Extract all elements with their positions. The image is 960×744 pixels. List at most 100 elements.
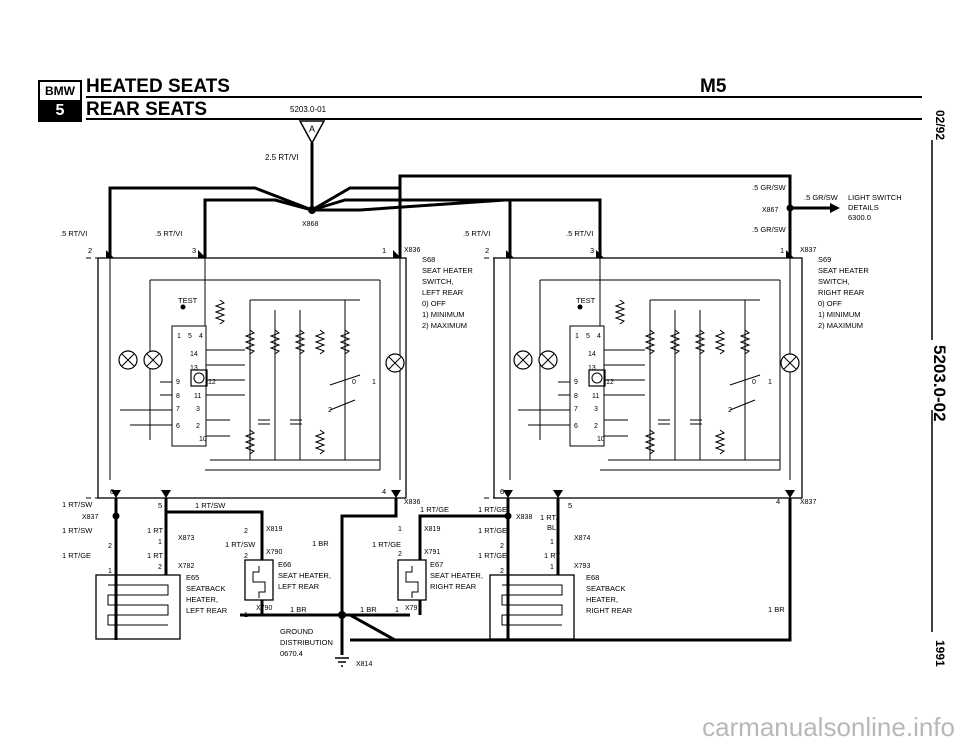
left-x837: X837: [82, 514, 98, 521]
ground-distribution: GROUND DISTRIBUTION 0670.4 X814: [280, 627, 372, 668]
right-pin-a: 2: [485, 246, 489, 255]
right-switch-pin-4: 4: [597, 333, 601, 340]
right-mat-line-3: RIGHT REAR: [586, 606, 633, 615]
splice-label: X868: [302, 221, 318, 228]
badge-top: BMW: [40, 82, 80, 102]
left-heat-code: E66: [278, 560, 291, 569]
splice-dot: [308, 206, 316, 214]
left-p2c: 2: [244, 528, 248, 535]
left-w-rtsw: 1 RT/SW: [195, 501, 226, 510]
left-w-rt2: 1 RT: [147, 551, 164, 560]
left-switch-pin-11: 11: [194, 393, 201, 400]
right-switch-line-3: RIGHT REAR: [818, 288, 865, 297]
left-bot-pin-m: 5: [158, 501, 162, 510]
right-p2b: 2: [398, 551, 402, 558]
right-wire-gr2: .5 GR/SW: [804, 193, 839, 202]
ref-number: 5203.0-01: [290, 105, 327, 114]
right-pin-c: 1: [780, 246, 784, 255]
right-switch-line-2: SWITCH,: [818, 277, 850, 286]
left-bot-conn: X836: [404, 499, 420, 506]
left-bot-pin-l: 6: [110, 487, 114, 496]
right-c791b: X791: [405, 605, 421, 612]
left-switch-line-2: SWITCH,: [422, 277, 454, 286]
right-heat-code: E67: [430, 560, 443, 569]
left-pos-2: 2: [328, 407, 332, 414]
left-heat-line-2: LEFT REAR: [278, 582, 320, 591]
right-switch-pin-2: 2: [594, 423, 598, 430]
right-c791: X791: [424, 549, 440, 556]
left-p2b: 2: [158, 564, 162, 571]
right-wire-gr3: .5 GR/SW: [752, 225, 787, 234]
right-switch-line-4: 0) OFF: [818, 299, 842, 308]
left-w-rtsw3: 1 RT/SW: [225, 540, 256, 549]
right-pos-1: 1: [768, 379, 772, 386]
left-w-rtsw-l: 1 RT/SW: [62, 500, 93, 509]
right-switch-pin-7: 7: [574, 406, 578, 413]
left-c819: X819: [266, 526, 282, 533]
right-bot-pin-r: 4: [776, 497, 780, 506]
left-bot-pin-r: 4: [382, 487, 386, 496]
ground-line-3: 0670.4: [280, 649, 303, 658]
right-switch-line-1: SEAT HEATER: [818, 266, 869, 275]
left-switch-pin-5: 5: [188, 333, 192, 340]
right-x838: X838: [516, 514, 532, 521]
left-switch-line-3: LEFT REAR: [422, 288, 464, 297]
right-lower-wiring: 6 5 4 X837 1 RT/GE X838 1 RT/ BL 1 X819 …: [349, 487, 816, 642]
left-pin-b: 3: [192, 246, 196, 255]
left-switch-pin-7: 7: [176, 406, 180, 413]
left-switch-pin-4: 4: [199, 333, 203, 340]
light-switch-arrow: [830, 203, 840, 213]
right-switch-pin-3: 3: [594, 406, 598, 413]
right-mat-line-1: SEATBACK: [586, 584, 625, 593]
right-p1b: 1: [550, 539, 554, 546]
right-switch-pin-1: 1: [575, 333, 579, 340]
left-switch-pin-3: 3: [196, 406, 200, 413]
right-switch-pin-11: 11: [592, 393, 599, 400]
right-switch-pin-12: 12: [606, 379, 614, 386]
left-p2d: 2: [244, 553, 248, 560]
right-switch-code: S69: [818, 255, 831, 264]
left-mat-code: E65: [186, 573, 199, 582]
right-p2: 2: [500, 543, 504, 550]
left-w-rtge: 1 RT/GE: [420, 505, 449, 514]
source-letter: A: [309, 124, 315, 134]
left-pin-c: 1: [382, 246, 386, 255]
right-switch-pin-6: 6: [574, 423, 578, 430]
left-c790b: X790: [256, 605, 272, 612]
right-heat-line-2: RIGHT REAR: [430, 582, 477, 591]
right-wire-a: .5 RT/VI: [566, 229, 593, 238]
left-wire-b: .5 RT/VI: [155, 229, 182, 238]
right-w-br2: 1 BR: [768, 605, 785, 614]
right-switch-pin-8: 8: [574, 393, 578, 400]
side-date: 02/92: [933, 110, 947, 140]
right-w-rtge3: 1 RT/GE: [372, 540, 401, 549]
light-switch-line-3: 6300.0: [848, 213, 871, 222]
left-switch-pin-13: 13: [190, 365, 198, 372]
right-bot-pin-l: 6: [500, 487, 504, 496]
left-switch-line-6: 2) MAXIMUM: [422, 321, 467, 330]
left-wire-a: .5 RT/VI: [60, 229, 87, 238]
right-switch-pin-14: 14: [588, 351, 596, 358]
source-triangle: [298, 120, 326, 145]
left-switch-line-4: 0) OFF: [422, 299, 446, 308]
left-p2: 2: [108, 543, 112, 550]
left-switch-line-1: SEAT HEATER: [422, 266, 473, 275]
left-switch-code: S68: [422, 255, 435, 264]
right-mat-line-2: HEATER,: [586, 595, 618, 604]
left-switch-pin-6: 6: [176, 423, 180, 430]
page-title: HEATED SEATS: [86, 76, 230, 97]
feed-wire-label: 2.5 RT/VI: [265, 153, 299, 162]
left-switch-pin-9: 9: [176, 379, 180, 386]
bmw-badge: BMW 5: [38, 80, 82, 122]
page-subtitle: REAR SEATS: [86, 99, 208, 120]
ground-line-2: DISTRIBUTION: [280, 638, 333, 647]
left-w-br2: 1 BR: [290, 605, 307, 614]
ground-line-1: GROUND: [280, 627, 314, 636]
left-mat-line-2: HEATER,: [186, 595, 218, 604]
right-pos-0: 0: [752, 379, 756, 386]
right-c874: X874: [574, 535, 590, 542]
left-switch-pin-2: 2: [196, 423, 200, 430]
model-label: M5: [700, 76, 727, 97]
